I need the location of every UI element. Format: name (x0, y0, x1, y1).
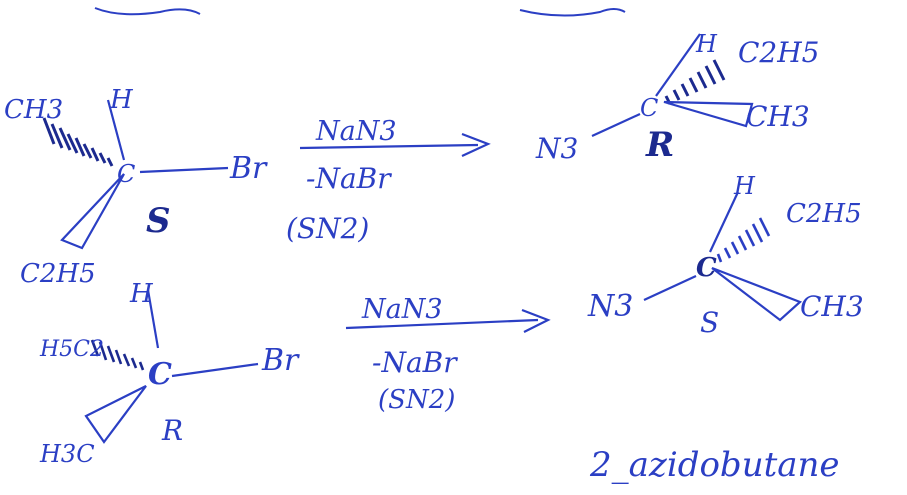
reaction1-arrow-group: NaN3 -NaBr (SN2) (286, 116, 491, 245)
reaction2-reactant: H H5C2 C Br H3C R (39, 279, 300, 468)
reaction2-arrow-group: NaN3 -NaBr (SN2) (345, 294, 551, 415)
r2p-ch3-label: CH3 (800, 290, 864, 323)
r1p-config-r: R (645, 125, 674, 165)
r1-carbon: C (117, 160, 135, 188)
r2-arrow-shaft (345, 318, 539, 330)
r1p-h-label: H (695, 30, 718, 58)
r2-carbon: C (148, 357, 172, 392)
r2-c-br-bond (171, 362, 259, 378)
reaction1-product: N3 C H C2H5 CH3 R (535, 30, 819, 165)
r2p-wedge-bond (711, 266, 803, 322)
r1-arrow-shaft (299, 143, 479, 150)
r2-reagent: NaN3 (361, 294, 443, 325)
r1p-n-c-bond (591, 113, 641, 137)
r2-byproduct: -NaBr (372, 346, 458, 379)
product-name: 2_azidobutane (589, 445, 840, 485)
r1p-ch3-label: CH3 (746, 100, 810, 133)
top-scribble-right (519, 8, 626, 17)
r1-reagent: NaN3 (315, 116, 397, 147)
r1p-carbon: C (640, 94, 658, 122)
r2-arrow-head (521, 308, 551, 333)
r2-config-r: R (161, 414, 183, 447)
reaction1-reactant: H CH3 C2H5 C Br S (4, 85, 268, 289)
r2-h5c2-label: H5C2 (39, 337, 104, 362)
reaction2-product: N3 C H C2H5 CH3 S (587, 172, 864, 339)
r2-h-bond (146, 289, 160, 349)
r2p-n-c-bond (643, 275, 697, 301)
r2p-h-label: H (733, 172, 756, 200)
top-scribble-left (94, 7, 201, 16)
r1-h-bond (106, 99, 126, 161)
r2p-n3-label: N3 (587, 289, 633, 324)
r1-ch3-label: CH3 (4, 95, 63, 125)
r1p-h-bond (655, 33, 701, 97)
r2p-h-bond (709, 191, 739, 253)
r1-arrow-head (461, 132, 491, 157)
r1-c-br-bond (139, 166, 229, 174)
r2-wedge-bond (84, 385, 147, 444)
r2p-hash-bond (716, 217, 771, 263)
r1-hash-bond (42, 117, 114, 167)
r1-br-label: Br (229, 151, 268, 186)
r2p-carbon: C (696, 253, 717, 283)
r2-h-label: H (129, 279, 154, 309)
r2p-c2h5-label: C2H5 (786, 199, 862, 229)
r1-mechanism: (SN2) (286, 212, 369, 245)
r1-c2h5-label: C2H5 (20, 259, 96, 289)
r2-hash-bond (90, 339, 145, 371)
r1-byproduct: -NaBr (306, 162, 392, 195)
r1-wedge-bond (60, 173, 125, 250)
r2-br-label: Br (261, 343, 300, 378)
r1-n3-label: N3 (535, 132, 578, 165)
r2-mechanism: (SN2) (378, 385, 455, 415)
r1-h-label: H (109, 85, 134, 115)
r1p-hash-bond (664, 59, 726, 105)
r2p-config-s: S (700, 306, 719, 339)
r1p-wedge-bond (663, 100, 754, 128)
r1-config-s: S (146, 201, 171, 241)
r2-h3c-label: H3C (39, 440, 95, 468)
r1p-c2h5-label: C2H5 (738, 36, 819, 69)
